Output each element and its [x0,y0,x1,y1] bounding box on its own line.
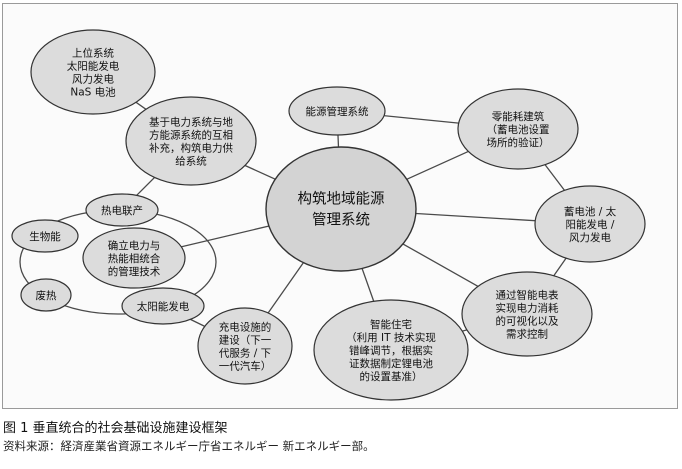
node-meter-label-line: 通过智能电表 [496,288,559,301]
node-charging-ellipse [197,307,293,385]
node-ems-ellipse [288,86,386,136]
node-waste-ellipse [20,278,72,312]
node-chp-ellipse [85,193,159,227]
figure-caption: 图 1 垂直统合的社会基础设施建设框架 [3,421,228,436]
node-biomass-label-line: 生物能 [29,230,61,243]
node-waste: 废热 [20,278,72,312]
node-battery-ellipse [534,185,646,263]
node-ems: 能源管理系统 [288,86,386,136]
node-biomass-ellipse [11,219,79,253]
node-charging-label-line: 代服务 / 下 [219,346,271,359]
node-battery-label-line: 蓄电池 / 太 [564,205,617,218]
node-upper-label-line: 上位系统 [72,46,114,59]
node-zeb-label-line: （蓄电池设置 [487,123,550,136]
node-zeb-label-line: 零能耗建筑 [492,110,545,123]
node-smarthome-label-line: 证数据制定锂电池 [349,357,433,370]
node-battery-label-line: 阳能发电 / [566,218,615,231]
node-chp-label-line: 热电联产 [101,204,143,217]
node-meter-label-line: 实现电力消耗 [496,301,559,314]
node-complement-label-line: 基于电力系统与地 [149,115,233,128]
node-zeb-ellipse [457,88,579,170]
node-smarthome-label-line: 错峰调节，根据实 [349,344,433,357]
node-solar-ellipse [121,287,205,325]
node-waste-label-line: 废热 [36,289,57,302]
node-smarthome-label-line: 智能住宅 [370,318,412,331]
node-heatpower-ellipse [82,227,186,289]
node-smarthome-label-line: （利用 IT 技术实现 [346,331,436,344]
node-upper-label-line: 风力发电 [72,72,114,85]
node-meter-label-line: 的可视化以及 [496,314,559,327]
node-upper-ellipse [30,29,156,115]
node-charging-label-line: 充电设施的 [219,320,272,333]
node-complement-label-line: 补充，构筑电力供 [149,141,233,154]
node-complement-label-line: 方能源系统的互相 [149,128,233,141]
node-upper-label-line: NaS 电池 [70,85,116,98]
node-ems-label-line: 能源管理系统 [306,105,369,118]
node-smarthome-ellipse [313,299,469,401]
node-smarthome-label-line: 的设置基准） [360,370,423,383]
node-meter-label-line: 需求控制 [506,327,548,340]
node-center-label-line: 构筑地域能源 [298,191,385,208]
node-complement-ellipse [125,96,257,186]
node-complement-label-line: 给系统 [175,154,207,167]
node-charging-label-line: 建设（下一 [219,333,272,346]
node-heatpower-label-line: 的管理技术 [108,265,161,278]
node-heatpower-label-line: 热能相统合 [108,252,161,265]
node-battery-label-line: 风力发电 [569,231,611,244]
node-center-ellipse [265,146,417,272]
node-meter-ellipse [461,271,593,357]
figure-source: 资料来源：経済産業省資源エネルギー庁省エネルギー 新エネルギー部。 [3,439,375,453]
node-heatpower-label-line: 确立电力与 [108,239,161,252]
node-solar: 太阳能发电 [121,287,205,325]
node-biomass: 生物能 [11,219,79,253]
node-chp: 热电联产 [85,193,159,227]
node-center-label-line: 管理系统 [312,212,370,229]
node-battery: 蓄电池 / 太阳能发电 /风力发电 [534,185,646,263]
node-charging-label-line: 一代汽车） [219,359,272,372]
node-solar-label-line: 太阳能发电 [137,300,190,313]
node-zeb-label-line: 场所的验证） [487,136,550,149]
node-upper-label-line: 太阳能发电 [67,59,120,72]
